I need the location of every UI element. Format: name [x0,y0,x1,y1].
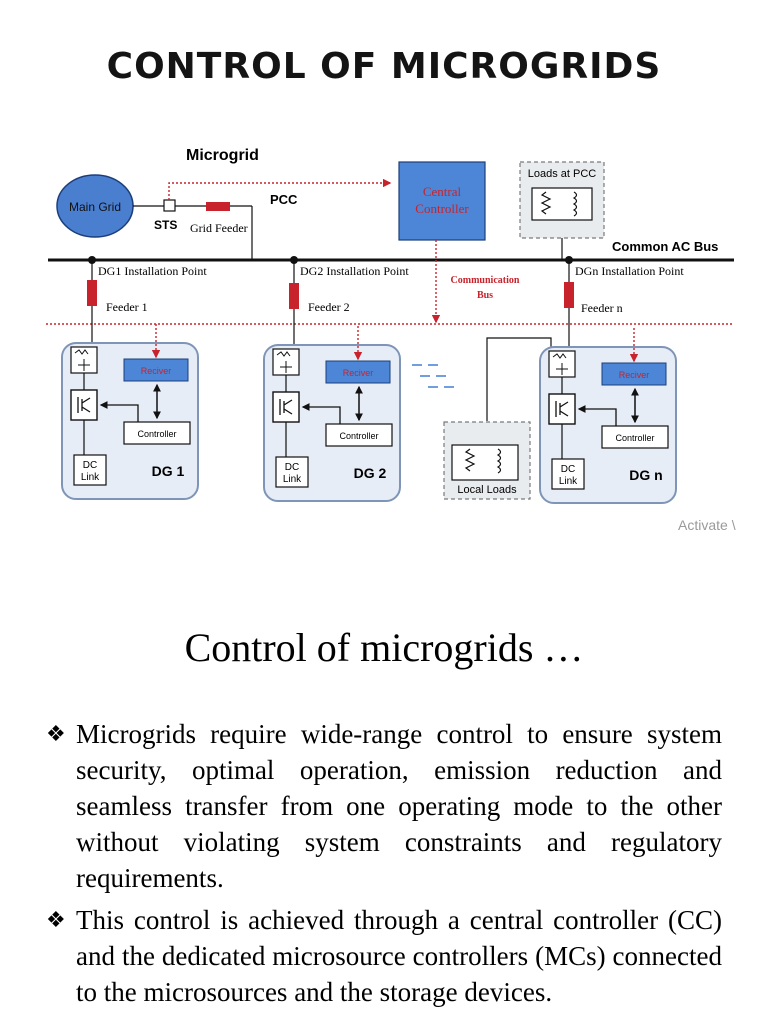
controller-box [123,421,191,445]
dc-link-label: DC [83,460,97,471]
dc-link-box [275,456,309,488]
common-ac-bus-label: Common AC Bus [612,239,718,254]
feeder-n-block [564,282,574,308]
dc-link-box [551,458,585,490]
load-inductor-icon [572,191,578,217]
slide-subtitle: Control of microgrids … [184,625,584,670]
receiver-box [325,360,391,384]
igbt-switch-icon [548,393,576,425]
local-inductor-icon [496,448,502,474]
diamond-bullet-icon: ❖ [46,721,66,746]
grid-feeder-block [206,202,230,211]
dg1-installation-label: DG1 Installation Point [98,264,207,278]
central-controller-label-1: Central [423,184,462,199]
bullet-text: Microgrids require wide-range control to… [76,719,722,893]
feeder-2-label: Feeder 2 [308,300,350,314]
bullet-item: ❖ This control is achieved through a cen… [46,902,722,1010]
comm-bus-label-1: Communication [451,275,520,286]
dg2-installation-label: DG2 Installation Point [300,264,409,278]
igbt-switch-icon [272,391,300,423]
sts-label: STS [154,218,177,232]
controller-label: Controller [615,433,654,443]
dc-link-label: Link [81,472,100,483]
load-resistor-icon [540,191,552,215]
receiver-box [601,362,667,386]
receiver-label: Reciver [619,370,650,380]
controller-box [601,425,669,449]
dc-link-label: DC [561,464,575,475]
igbt-switch-icon [70,389,98,421]
dc-link-box [73,454,107,486]
feeder-n-label: Feeder n [581,301,623,315]
local-loads-label: Local Loads [457,484,517,496]
dg-unit-name: DG 2 [354,465,387,481]
sts-switch [163,199,176,212]
dc-link-label: Link [559,476,578,487]
feeder-1-label: Feeder 1 [106,300,148,314]
central-controller-box [398,161,486,241]
receiver-label: Reciver [141,366,172,376]
microgrid-label: Microgrid [186,147,259,164]
activate-watermark: Activate \ [678,517,736,533]
microgrid-diagram: Microgrid Main Grid STS PCC Grid Feeder … [46,147,734,504]
controller-label: Controller [339,431,378,441]
sts-comm-link [168,178,392,200]
controller-box [325,423,393,447]
dc-link-label: Link [283,474,302,485]
bullet-list: ❖ Microgrids require wide-range control … [46,716,722,1016]
receiver-label: Reciver [343,368,374,378]
local-resistor-icon [464,448,476,472]
main-grid-label: Main Grid [69,200,121,214]
comm-bus-label-2: Bus [477,290,493,301]
receiver-box [123,358,189,382]
central-controller-label-2: Controller [415,201,469,216]
dg-unit-name: DG n [629,467,662,483]
bullet-item: ❖ Microgrids require wide-range control … [46,716,722,896]
diamond-bullet-icon: ❖ [46,907,66,932]
grid-feeder-label: Grid Feeder [190,221,248,235]
loads-at-pcc-label: Loads at PCC [528,168,597,180]
feeder-1-block [87,280,97,306]
pcc-label: PCC [270,192,298,207]
more-units-ellipsis [412,364,454,388]
dgn-installation-label: DGn Installation Point [575,264,684,278]
feeder-2-block [289,283,299,309]
dg-unit-name: DG 1 [152,463,185,479]
bullet-text: This control is achieved through a centr… [76,905,722,1007]
controller-label: Controller [137,429,176,439]
slide-title: CONTROL OF MICROGRIDS [106,46,662,87]
dc-link-label: DC [285,462,299,473]
